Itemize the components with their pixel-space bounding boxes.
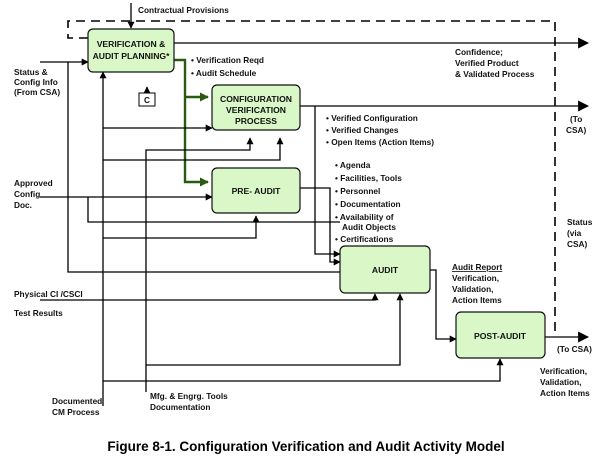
contractual-provisions-label: Contractual Provisions bbox=[138, 5, 229, 15]
svg-text:Approved: Approved bbox=[14, 178, 53, 188]
svg-text:• Verification Reqd: • Verification Reqd bbox=[191, 55, 264, 65]
control-box: C bbox=[138, 92, 156, 107]
mfg-tools-label: Mfg. & Engrg. Tools Documentation bbox=[150, 391, 228, 412]
post-audit-label: POST-AUDIT bbox=[474, 331, 527, 341]
to-csa-label-1: (To CSA) bbox=[566, 114, 587, 135]
pre-audit-label: PRE- AUDIT bbox=[232, 186, 282, 196]
post-audit-outputs-label: Verification, Validation, Action Items bbox=[540, 366, 590, 398]
svg-text:• Verified Configuration: • Verified Configuration bbox=[326, 113, 418, 123]
post-audit-box: POST-AUDIT bbox=[455, 311, 546, 359]
audit-report-label: Audit Report Verification, Validation, A… bbox=[452, 262, 502, 305]
planning-label-1: VERIFICATION & bbox=[97, 39, 166, 49]
svg-text:Config Info: Config Info bbox=[14, 77, 58, 87]
svg-text:Validation,: Validation, bbox=[540, 377, 582, 387]
svg-text:(To: (To bbox=[570, 114, 582, 124]
svg-text:Config: Config bbox=[14, 189, 40, 199]
svg-text:Action Items: Action Items bbox=[452, 295, 502, 305]
physical-ci-label: Physical CI /CSCI bbox=[14, 289, 83, 299]
svg-text:(via: (via bbox=[567, 228, 582, 238]
control-label: C bbox=[144, 95, 150, 105]
svg-text:• Personnel: • Personnel bbox=[335, 186, 380, 196]
svg-text:• Availability of: • Availability of bbox=[335, 212, 394, 222]
svg-text:Confidence;: Confidence; bbox=[455, 47, 503, 57]
svg-text:Audit Objects: Audit Objects bbox=[342, 222, 396, 232]
status-config-label: Status & Config Info (From CSA) bbox=[14, 67, 60, 97]
svg-text:Status: Status bbox=[567, 217, 593, 227]
to-csa-label-2: (To CSA) bbox=[557, 344, 592, 354]
svg-text:• Certifications: • Certifications bbox=[335, 234, 394, 244]
verification-process-box: CONFIGURATION VERIFICATION PROCESS bbox=[211, 84, 301, 131]
verification-label-2: VERIFICATION bbox=[226, 105, 286, 115]
svg-text:• Verified Changes: • Verified Changes bbox=[326, 125, 399, 135]
svg-text:Verified Product: Verified Product bbox=[455, 58, 519, 68]
figure-caption: Figure 8-1. Configuration Verification a… bbox=[107, 439, 504, 454]
dashed-feedback-loop bbox=[67, 20, 556, 337]
svg-text:Action Items: Action Items bbox=[540, 388, 590, 398]
svg-text:• Open Items (Action Items): • Open Items (Action Items) bbox=[326, 137, 434, 147]
documented-cm-label: Documented CM Process bbox=[52, 396, 102, 417]
planning-box: VERIFICATION & AUDIT PLANNING* bbox=[87, 28, 175, 73]
svg-text:Status &: Status & bbox=[14, 67, 48, 77]
svg-text:Documentation: Documentation bbox=[150, 402, 210, 412]
pre-audit-outputs-list: • Agenda • Facilities, Tools • Personnel… bbox=[335, 160, 402, 244]
svg-text:• Documentation: • Documentation bbox=[335, 199, 401, 209]
connection-lines bbox=[40, 3, 590, 406]
svg-text:CSA): CSA) bbox=[567, 239, 588, 249]
planning-label-2: AUDIT PLANNING* bbox=[93, 51, 171, 61]
svg-text:• Agenda: • Agenda bbox=[335, 160, 371, 170]
verification-label-1: CONFIGURATION bbox=[220, 94, 292, 104]
audit-box: AUDIT bbox=[339, 245, 431, 294]
verification-outputs-list: • Verified Configuration • Verified Chan… bbox=[326, 113, 434, 147]
svg-text:• Audit Schedule: • Audit Schedule bbox=[191, 68, 257, 78]
svg-text:& Validated Process: & Validated Process bbox=[455, 69, 535, 79]
svg-text:Doc.: Doc. bbox=[14, 200, 32, 210]
audit-label: AUDIT bbox=[372, 265, 399, 275]
svg-text:• Facilities, Tools: • Facilities, Tools bbox=[335, 173, 402, 183]
svg-text:CM Process: CM Process bbox=[52, 407, 100, 417]
svg-text:Documented: Documented bbox=[52, 396, 102, 406]
confidence-output-label: Confidence; Verified Product & Validated… bbox=[455, 47, 535, 79]
planning-green-flows bbox=[174, 58, 209, 187]
test-results-label: Test Results bbox=[14, 308, 63, 318]
svg-text:Validation,: Validation, bbox=[452, 284, 494, 294]
verification-label-3: PROCESS bbox=[235, 116, 277, 126]
svg-text:(From CSA): (From CSA) bbox=[14, 87, 60, 97]
svg-text:Verification,: Verification, bbox=[452, 273, 499, 283]
svg-text:Mfg. & Engrg. Tools: Mfg. & Engrg. Tools bbox=[150, 391, 228, 401]
svg-text:Audit Report: Audit Report bbox=[452, 262, 502, 272]
pre-audit-box: PRE- AUDIT bbox=[211, 167, 301, 214]
approved-config-label: Approved Config Doc. bbox=[14, 178, 53, 210]
svg-text:CSA): CSA) bbox=[566, 125, 587, 135]
svg-text:Verification,: Verification, bbox=[540, 366, 587, 376]
status-via-csa-label: Status (via CSA) bbox=[567, 217, 593, 249]
planning-outputs-list: • Verification Reqd • Audit Schedule bbox=[191, 55, 264, 78]
